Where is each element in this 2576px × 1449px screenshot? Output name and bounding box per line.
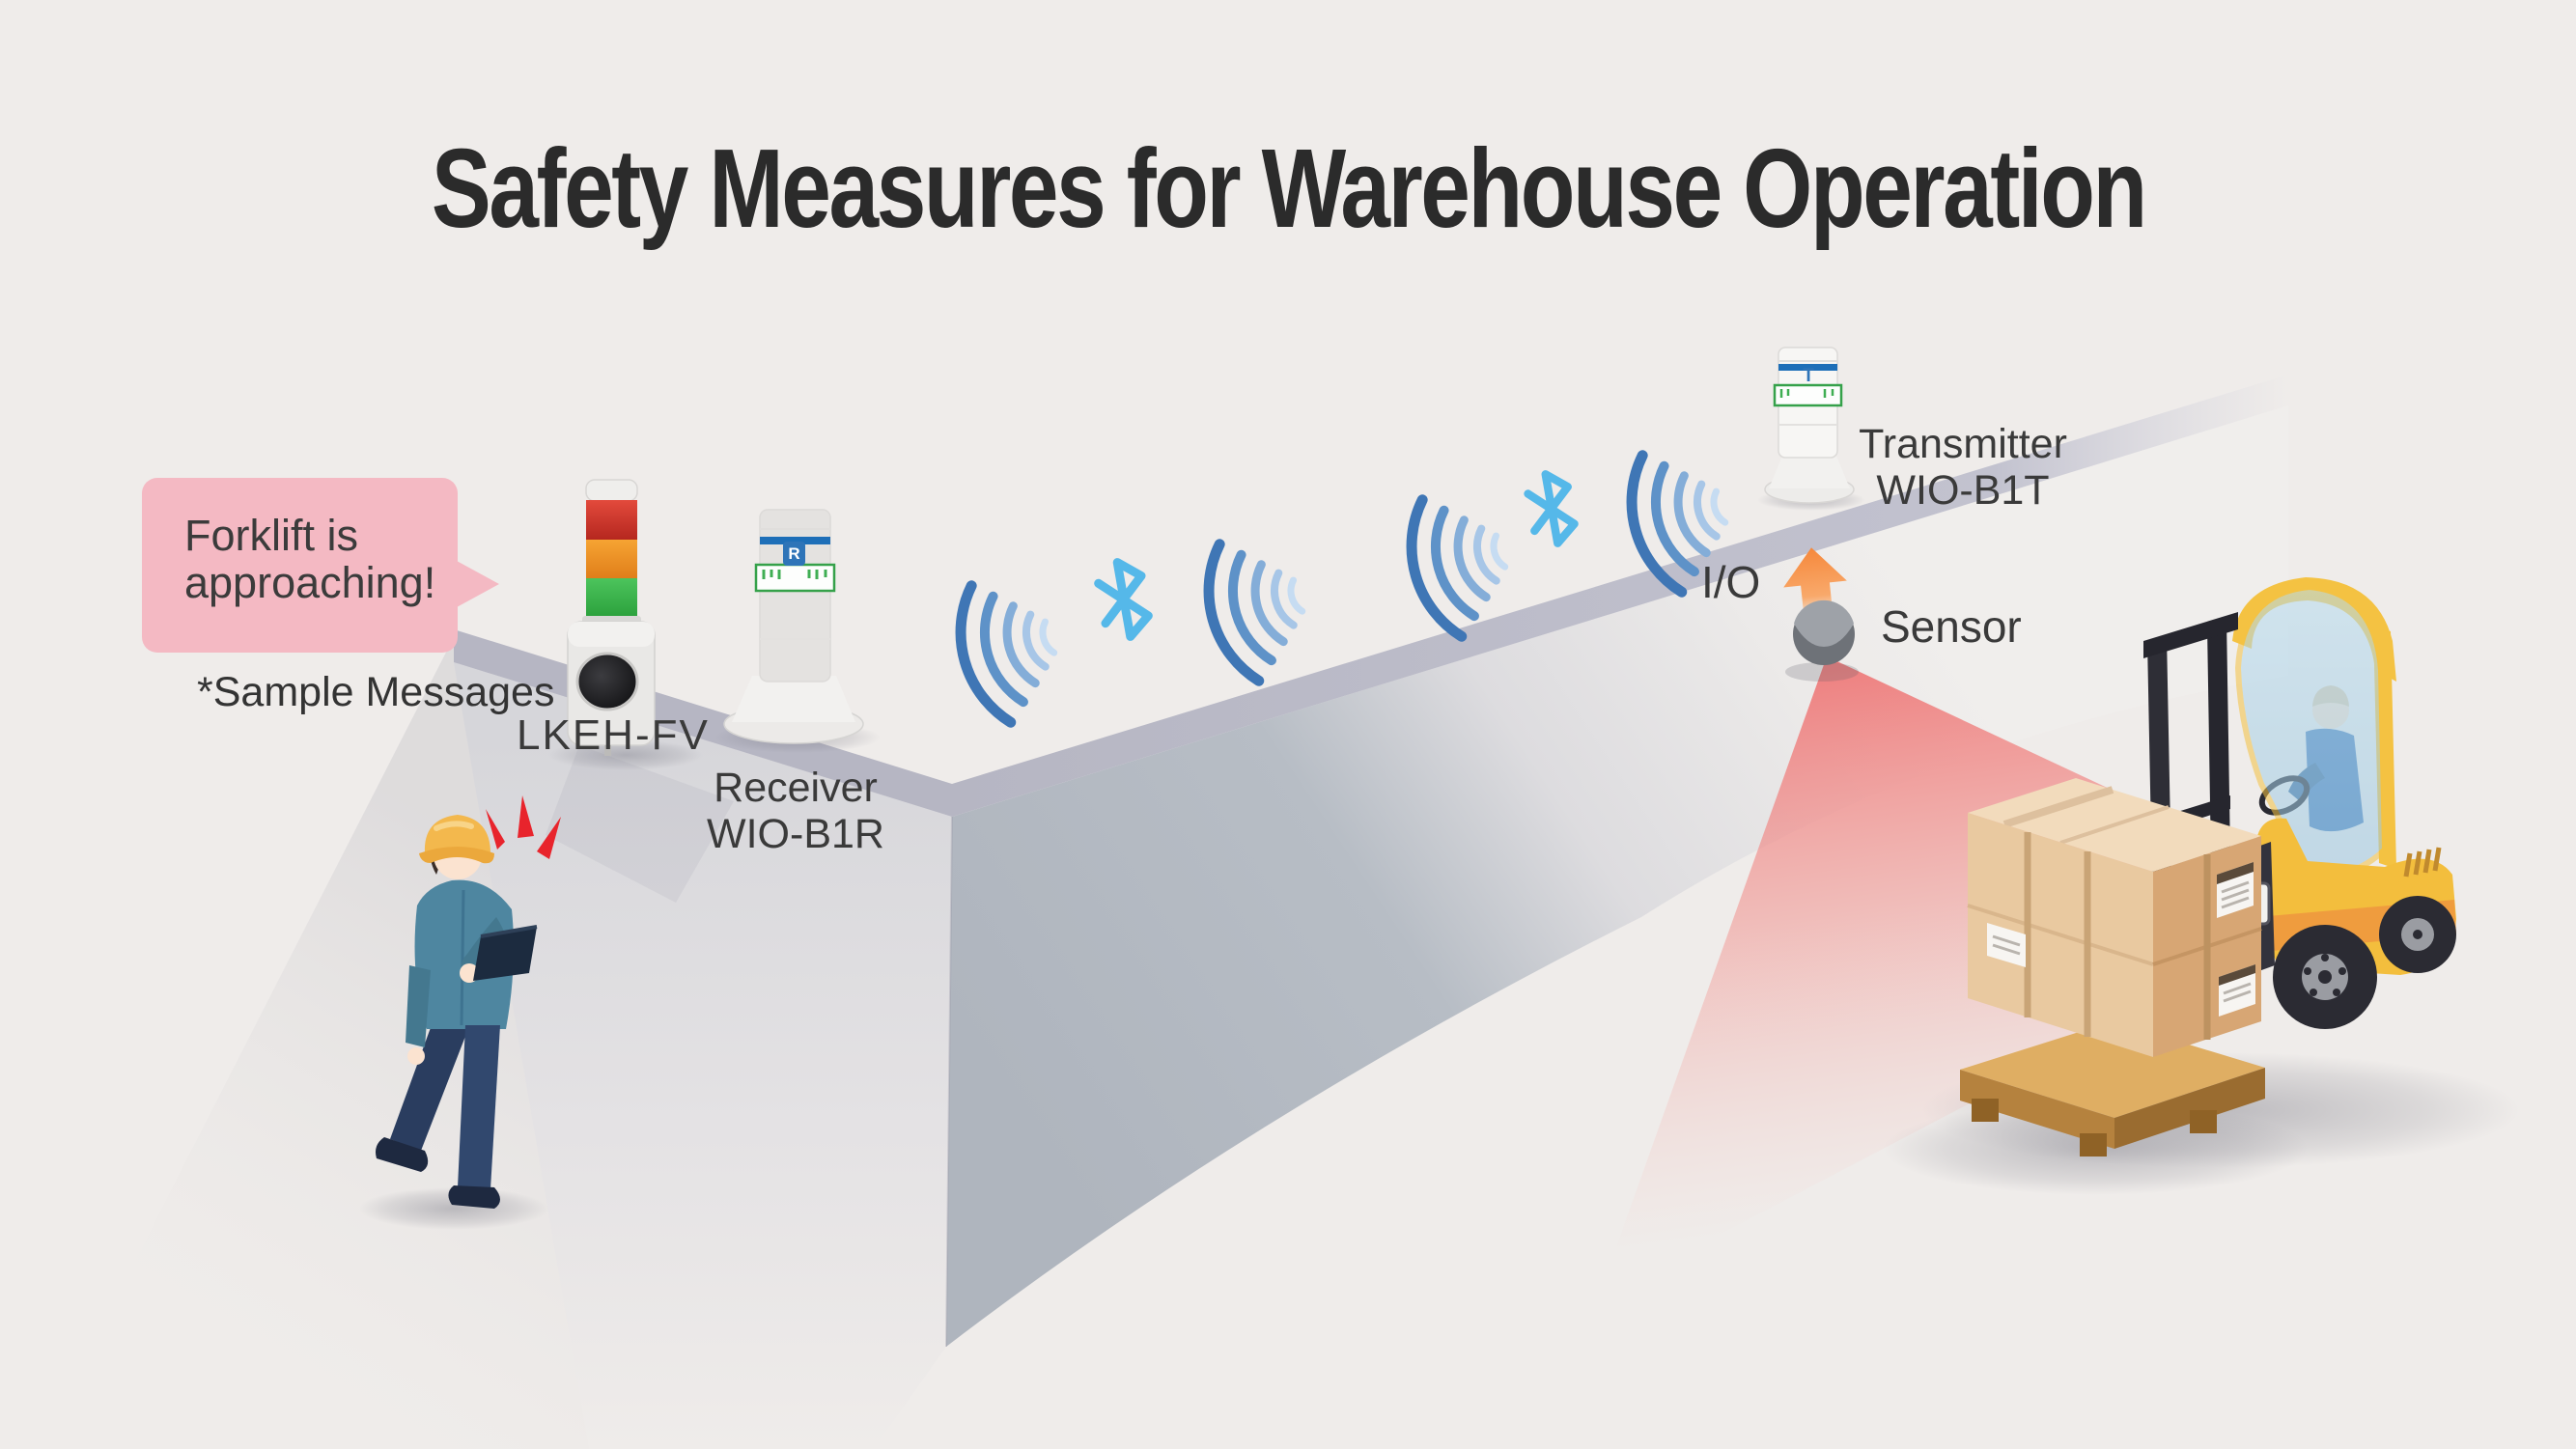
wireless-waves-icon bbox=[1203, 539, 1306, 686]
pallet-foot bbox=[2080, 1133, 2107, 1156]
label-transmitter-line2: WIO-B1T bbox=[1876, 467, 2050, 515]
shipping-label bbox=[1987, 923, 2026, 967]
worker-left-arm bbox=[406, 965, 431, 1047]
wall-right-face bbox=[946, 405, 2288, 1347]
receiver-blue-stripe bbox=[760, 537, 830, 544]
alert-tower-lkeh bbox=[546, 479, 734, 903]
front-wheel bbox=[2273, 925, 2377, 1029]
sensor-shadow bbox=[1785, 662, 1859, 682]
cargo-load bbox=[1960, 778, 2265, 1156]
wireless-waves-icon bbox=[955, 580, 1058, 728]
speech-bubble-line1: Forklift is bbox=[184, 511, 358, 560]
speech-bubble-line2: approaching! bbox=[184, 557, 436, 607]
hard-hat-highlight bbox=[434, 821, 474, 831]
pallet-foot bbox=[1972, 1099, 1999, 1122]
alert-icon bbox=[486, 795, 561, 859]
label-io: I/O bbox=[1701, 557, 1761, 607]
tower-red-light bbox=[586, 500, 637, 540]
shipping-label bbox=[2217, 862, 2254, 918]
worker-shadow bbox=[359, 1187, 548, 1230]
receiver-base-neck bbox=[732, 676, 855, 722]
label-alert-tower: LKEH-FV bbox=[517, 711, 710, 759]
wireless-link bbox=[955, 450, 1729, 728]
worker-jacket-zipper bbox=[460, 889, 465, 1026]
worker-left-hand bbox=[407, 1047, 425, 1065]
engine-vents bbox=[2403, 847, 2442, 878]
wall-corner-edge bbox=[945, 816, 953, 1348]
worker bbox=[359, 795, 561, 1230]
worker-back-shoe bbox=[376, 1137, 429, 1172]
boxes-top-seam bbox=[2059, 805, 2170, 845]
speech-bubble-text: Forklift is approaching! bbox=[142, 478, 458, 606]
horn-speaker-top bbox=[568, 622, 655, 647]
boxes-left-tier-seam bbox=[1967, 904, 2154, 966]
label-transmitter: Transmitter WIO-B1T bbox=[1847, 421, 2079, 514]
pallet-top bbox=[1960, 1021, 2265, 1118]
pallet bbox=[1960, 1021, 2265, 1156]
receiver-body bbox=[759, 509, 831, 683]
worker-front-shoe bbox=[448, 1185, 500, 1209]
pallet-front-right bbox=[2114, 1068, 2265, 1149]
page-title-wrap: Safety Measures for Warehouse Operation bbox=[0, 124, 2576, 253]
worker-front-leg bbox=[458, 1025, 500, 1189]
transmitter-badge: T bbox=[1803, 366, 1814, 386]
hard-hat-brim bbox=[419, 847, 494, 864]
sample-messages-note: *Sample Messages bbox=[197, 669, 555, 715]
sensor-assembly bbox=[1783, 547, 1859, 682]
label-sensor: Sensor bbox=[1881, 601, 2022, 652]
horn-foot bbox=[604, 745, 611, 756]
pallet-front-left bbox=[1960, 1070, 2114, 1149]
receiver-green-band bbox=[754, 563, 836, 593]
warehouse-wall bbox=[39, 375, 2288, 1449]
horn-ring bbox=[575, 652, 639, 711]
boxes-top-strap bbox=[2002, 786, 2114, 828]
horn-opening bbox=[577, 654, 637, 710]
shipping-label bbox=[2219, 964, 2255, 1017]
wireless-waves-icon bbox=[1406, 494, 1509, 642]
bluetooth-icon bbox=[1524, 470, 1579, 547]
receiver-badge: R bbox=[783, 542, 805, 566]
worker-back-leg bbox=[390, 1012, 471, 1151]
transmitter-device bbox=[1757, 347, 1865, 511]
worker-jacket bbox=[414, 879, 514, 1029]
device-shadow bbox=[548, 739, 703, 770]
bluetooth-icon bbox=[1094, 558, 1153, 641]
receiver-device bbox=[714, 509, 881, 753]
worker-tablet bbox=[473, 927, 537, 981]
wall-left-face bbox=[454, 662, 952, 1449]
transmitter-base-neck bbox=[1769, 454, 1850, 488]
speech-bubble: Forklift is approaching! bbox=[142, 478, 499, 653]
cab-glass bbox=[2234, 583, 2389, 877]
label-receiver-line1: Receiver bbox=[714, 765, 878, 811]
transmitter-green-band bbox=[1773, 383, 1843, 407]
transmitter-band-ticks bbox=[1779, 389, 1834, 398]
cargo-boxes bbox=[1967, 778, 2262, 1057]
label-transmitter-line1: Transmitter bbox=[1859, 421, 2067, 467]
transmitter-blue-stripe bbox=[1778, 364, 1837, 371]
wireless-waves-icon bbox=[1626, 450, 1729, 598]
mast-top-crossbar bbox=[2143, 612, 2238, 658]
label-receiver: Receiver WIO-B1R bbox=[680, 765, 911, 857]
rear-wheel bbox=[2379, 896, 2456, 973]
receiver-band-ticks bbox=[762, 570, 827, 579]
tower-cap bbox=[585, 479, 638, 502]
tower-green-light bbox=[586, 578, 637, 618]
device-shadow bbox=[546, 745, 734, 903]
page-title: Safety Measures for Warehouse Operation bbox=[431, 125, 2147, 251]
tower-amber-light bbox=[586, 540, 637, 578]
sensor-top-face bbox=[1794, 599, 1854, 647]
label-receiver-line2: WIO-B1R bbox=[707, 811, 884, 858]
wall-top-band-right bbox=[952, 375, 2288, 817]
worker-tablet-edge bbox=[480, 925, 538, 938]
pallet-foot bbox=[2190, 1110, 2217, 1133]
